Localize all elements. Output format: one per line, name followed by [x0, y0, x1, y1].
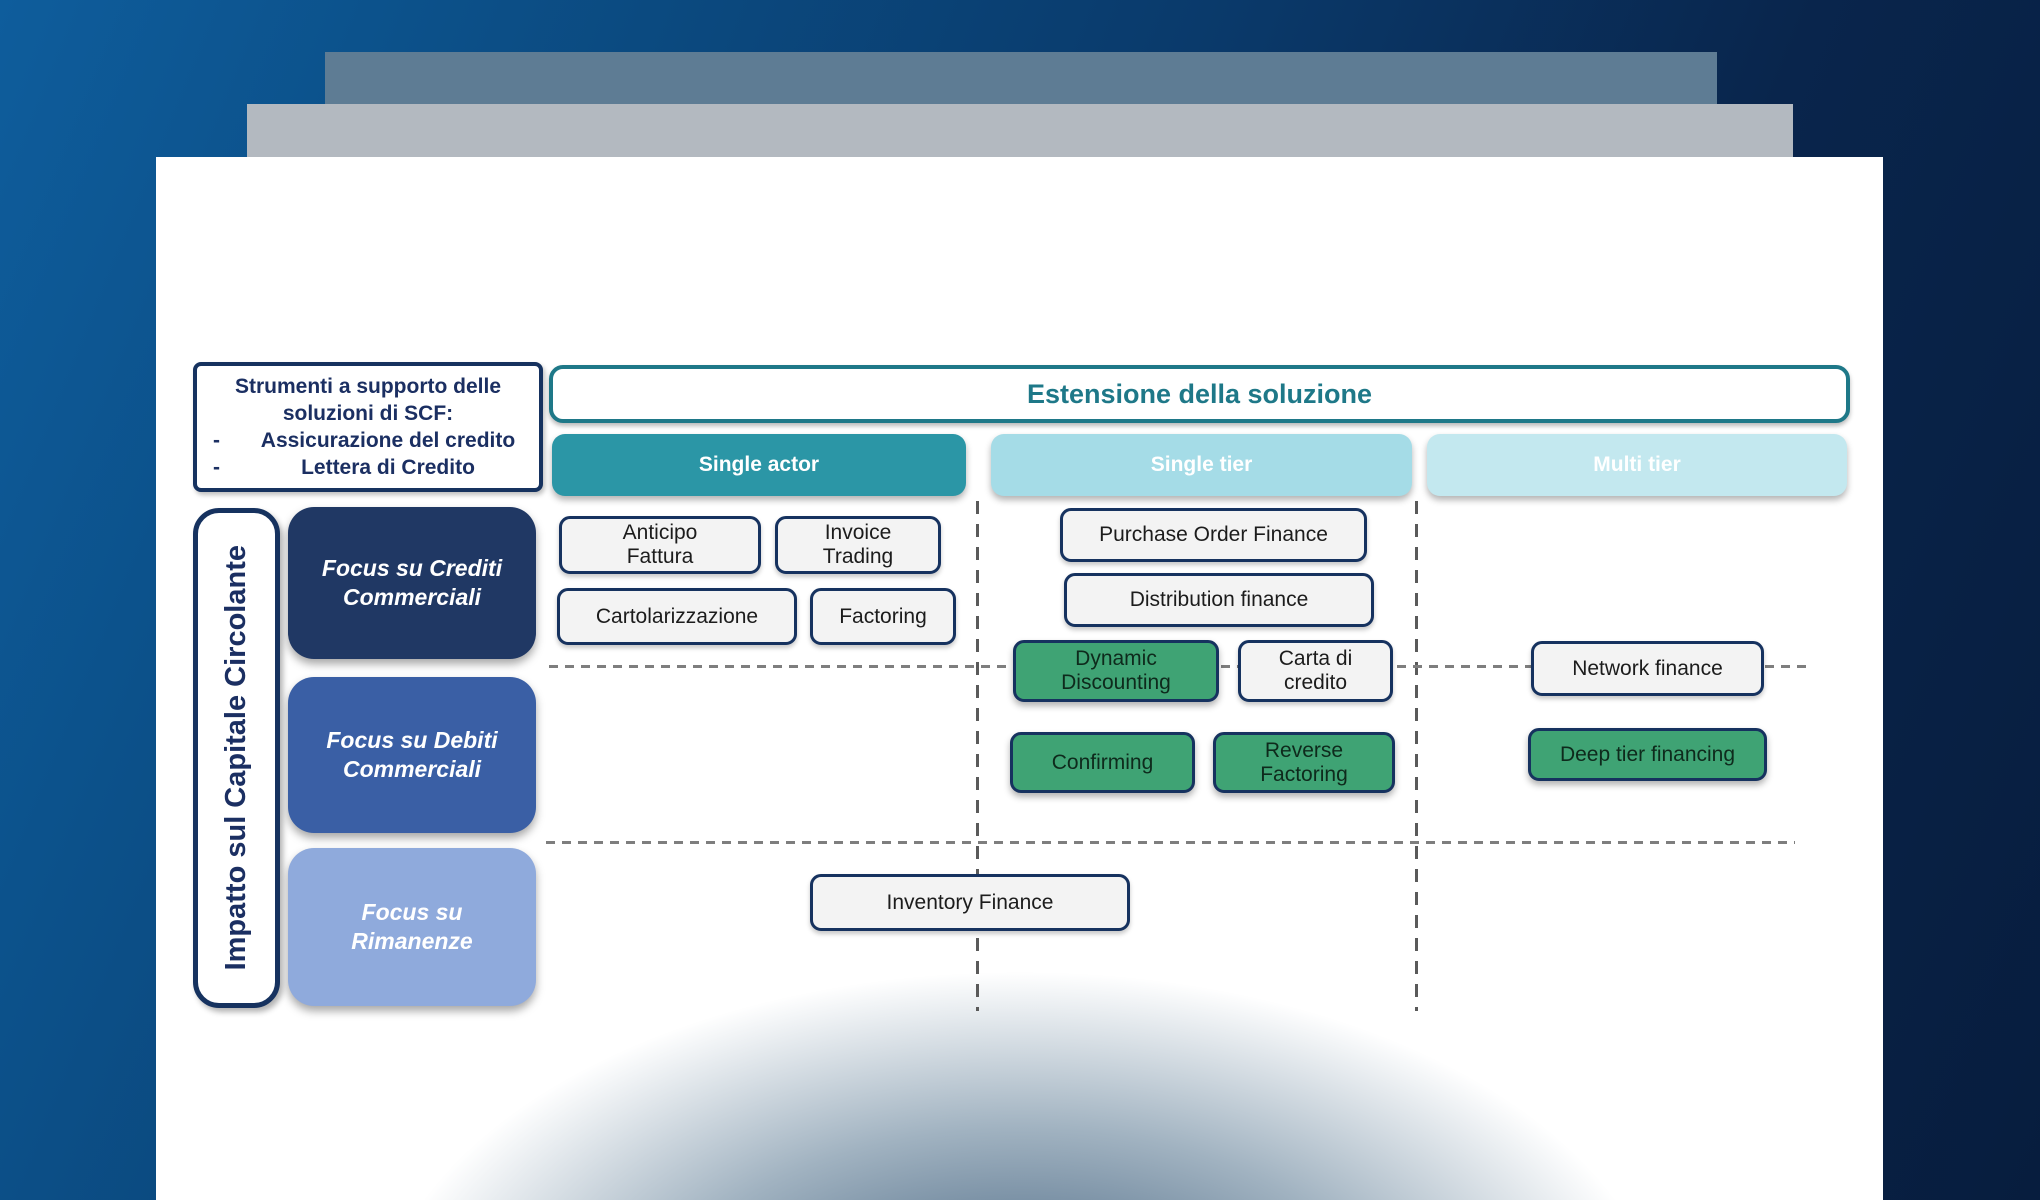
row-label-text: Focus su Rimanenze	[351, 899, 473, 954]
support-tools-box: Strumenti a supporto delle soluzioni di …	[193, 362, 543, 492]
extension-header-title: Estensione della soluzione	[1026, 378, 1373, 409]
solution-box-distribution-finance: Distribution finance	[1064, 573, 1374, 627]
solution-box-cartolarizzazione: Cartolarizzazione	[557, 588, 797, 645]
divider-horizontal-2	[546, 841, 1795, 844]
divider-vertical-1	[976, 501, 979, 1011]
column-pill-single-actor: Single actor	[552, 434, 966, 496]
solution-box-inventory-finance: Inventory Finance	[810, 874, 1130, 931]
solution-box-network-finance: Network finance	[1531, 641, 1764, 696]
bullet-text: Lettera di Credito	[301, 455, 475, 479]
column-pill-multi-tier: Multi tier	[1427, 434, 1847, 496]
solution-box-anticipo-fattura: Anticipo Fattura	[559, 516, 761, 574]
support-tools-title-line2: soluzioni di SCF:	[282, 401, 454, 425]
bullet-dash: -	[213, 455, 220, 479]
solution-box-purchase-order-finance: Purchase Order Finance	[1060, 508, 1367, 562]
solution-box-carta-di-credito: Carta di credito	[1238, 640, 1393, 702]
support-tools-title-line1: Strumenti a supporto delle	[234, 375, 502, 398]
solution-box-dynamic-discounting: Dynamic Discounting	[1013, 640, 1219, 702]
row-label-rimanenze: Focus su Rimanenze	[288, 848, 536, 1006]
row-label-debiti-commerciali: Focus su Debiti Commerciali	[288, 677, 536, 833]
solution-box-confirming: Confirming	[1010, 732, 1195, 793]
impact-axis-pill: Impatto sul Capitale Circolante	[193, 508, 280, 1008]
column-label: Single tier	[1150, 453, 1253, 476]
extension-header: Estensione della soluzione	[549, 365, 1850, 423]
row-label-text: Focus su Debiti Commerciali	[326, 727, 498, 782]
solution-box-deep-tier-financing: Deep tier financing	[1528, 728, 1767, 781]
bullet-dash: -	[213, 428, 220, 452]
solution-box-invoice-trading: Invoice Trading	[775, 516, 941, 574]
bullet-text: Assicurazione del credito	[260, 428, 516, 452]
column-label: Single actor	[698, 453, 820, 476]
column-pill-single-tier: Single tier	[991, 434, 1412, 496]
row-label-crediti-commerciali: Focus su Crediti Commerciali	[288, 507, 536, 659]
impact-axis-label: Impatto sul Capitale Circolante	[220, 545, 252, 971]
solution-box-factoring: Factoring	[810, 588, 956, 645]
column-label: Multi tier	[1593, 453, 1681, 476]
solution-box-reverse-factoring: Reverse Factoring	[1213, 732, 1395, 793]
row-label-text: Focus su Crediti Commerciali	[321, 555, 503, 610]
divider-vertical-2	[1415, 501, 1418, 1011]
support-bullet-2: - Lettera di Credito	[207, 455, 529, 482]
support-bullet-1: - Assicurazione del credito	[207, 428, 529, 455]
